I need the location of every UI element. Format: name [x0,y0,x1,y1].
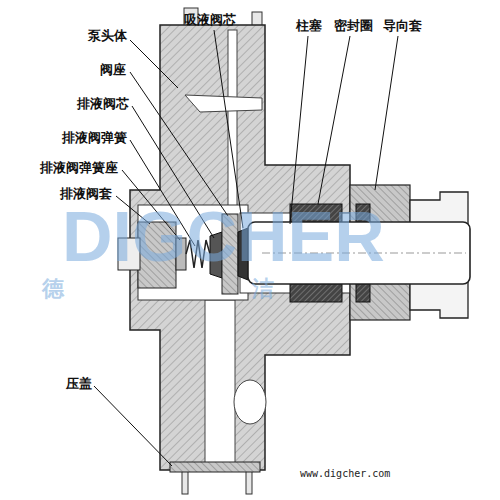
watermark: 德 [42,278,64,300]
gland [170,462,260,472]
part-label: 排液阀弹簧 [62,130,127,146]
part-label: 密封圈 [334,18,373,34]
part-label: 柱塞 [296,18,322,34]
seal-ring [290,284,342,302]
part-label: 排液阀芯 [77,96,129,112]
part-label: 排液阀套 [60,186,112,202]
watermark: DIGCHER [62,202,385,272]
part-label: 排液阀弹簧座 [40,160,118,176]
outlet-port [234,380,266,424]
gland-pin [182,470,188,494]
part-label: 导向套 [383,18,422,34]
part-label: 阀座 [100,62,126,78]
watermark: 洁 [252,278,274,300]
website-url: www.digcher.com [300,468,390,480]
seal-ring [356,284,370,302]
part-label: 泵头体 [88,28,127,44]
inlet-passage [228,30,237,210]
part-label: 吸液阀芯 [184,12,236,28]
outlet-passage [205,300,235,470]
gland-pin [246,470,252,494]
part-label: 压盖 [66,376,92,392]
